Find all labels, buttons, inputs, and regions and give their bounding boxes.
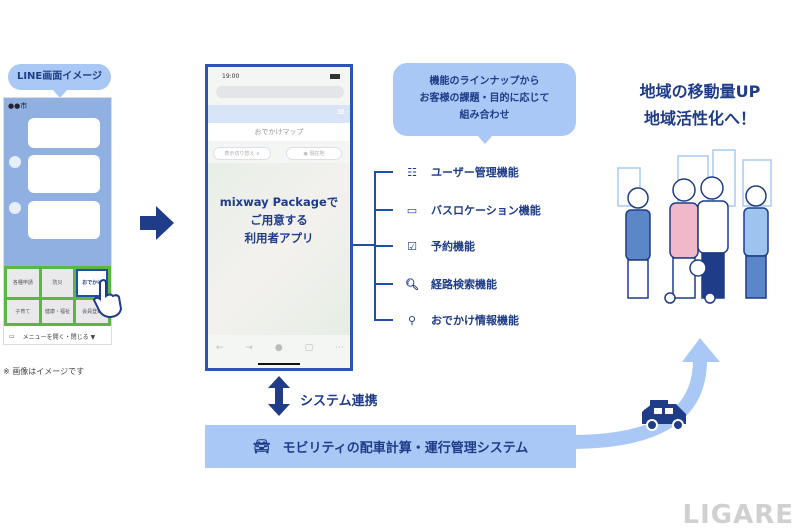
tabs-icon[interactable]: ▢: [304, 343, 314, 353]
system-link-label: システム連携: [300, 394, 378, 409]
features-bubble: 機能のラインナップから お客様の課題・目的に応じて 組み合わせ: [393, 63, 576, 144]
car-icon: 🚘︎: [252, 438, 271, 455]
menu-item[interactable]: 子育て: [7, 299, 39, 323]
feature-route-search: 🔍︎経路検索機能: [405, 277, 497, 292]
feature-bus-location: ▭バスロケーション機能: [406, 203, 541, 218]
current-location-button[interactable]: ◉ 現在地: [286, 147, 342, 160]
search-icon: 🔍︎: [405, 277, 419, 291]
image-note: ※ 画像はイメージです: [3, 367, 85, 376]
bus-icon: ▭: [406, 203, 418, 217]
chat-title: ●●市: [8, 102, 28, 110]
feature-reservation: ☑予約機能: [405, 238, 475, 254]
map[interactable]: [208, 163, 350, 335]
branch: [375, 319, 393, 321]
forward-icon[interactable]: →: [245, 343, 253, 353]
branch: [375, 245, 393, 247]
checkbox-icon: ☑: [407, 239, 417, 253]
watermark: LIGARE: [682, 500, 794, 530]
chat-message: [28, 118, 100, 148]
community-people-illustration: [617, 149, 772, 304]
user-app-mockup: 19:00 ≡ おでかけマップ 表示切り替え ∨ ◉ 現在地 mixway Pa…: [205, 64, 353, 371]
up-down-arrow-icon: [268, 376, 290, 416]
branch: [375, 171, 393, 173]
branch: [375, 283, 393, 285]
more-icon[interactable]: ⋯: [334, 343, 344, 353]
chat-message: [28, 201, 100, 239]
feature-user-management: ☷ユーザー管理機能: [405, 164, 519, 180]
url-bar[interactable]: [216, 86, 344, 98]
display-switch-button[interactable]: 表示切り替え ∨: [213, 147, 271, 160]
hamburger-icon[interactable]: ≡: [336, 107, 345, 118]
taxi-icon: [642, 400, 686, 431]
menu-item[interactable]: 健康・福祉: [41, 299, 74, 323]
hand-pointer-icon: [92, 279, 123, 318]
feature-outing-info: ⚲おでかけ情報機能: [405, 312, 519, 328]
home-indicator: [258, 363, 300, 365]
home-icon[interactable]: ●: [274, 343, 283, 353]
curved-up-arrow: [569, 338, 720, 449]
menu-toggle[interactable]: メニューを開く・閉じる ▼: [22, 333, 96, 341]
app-caption: mixway Packageで ご用意する 利用者アプリ: [219, 195, 339, 245]
goal-text: 地域の移動量UP 地域活性化へ！: [639, 82, 761, 128]
menu-item[interactable]: 各種申請: [7, 269, 39, 297]
menu-item[interactable]: 防災: [41, 269, 74, 297]
app-header: ≡: [208, 105, 350, 123]
map-title: おでかけマップ: [208, 123, 350, 141]
chat-message: [28, 155, 100, 193]
status-time: 19:00: [222, 73, 240, 80]
back-icon[interactable]: ←: [216, 343, 224, 353]
branch: [375, 209, 393, 211]
right-arrow-icon: [140, 206, 174, 240]
mobility-system-bar: 🚘︎ モビリティの配車計算・運行管理システム: [205, 425, 576, 468]
avatar: [9, 156, 21, 168]
line-screen-mockup: ●●市 各種申請 防災 おでかけ 子育て 健康・福祉 会員登録 ▭メニューを開く…: [3, 97, 123, 345]
avatar: [9, 202, 21, 214]
browser-nav: ← → ● ▢ ⋯: [216, 343, 344, 353]
id-card-icon: ☷: [407, 165, 417, 179]
keyboard-icon: ▭: [9, 332, 15, 340]
map-pin-icon: ⚲: [407, 313, 417, 327]
line-image-bubble: LINE画面イメージ: [8, 64, 111, 98]
connector-line: [353, 244, 375, 246]
battery-icon: [330, 74, 340, 79]
